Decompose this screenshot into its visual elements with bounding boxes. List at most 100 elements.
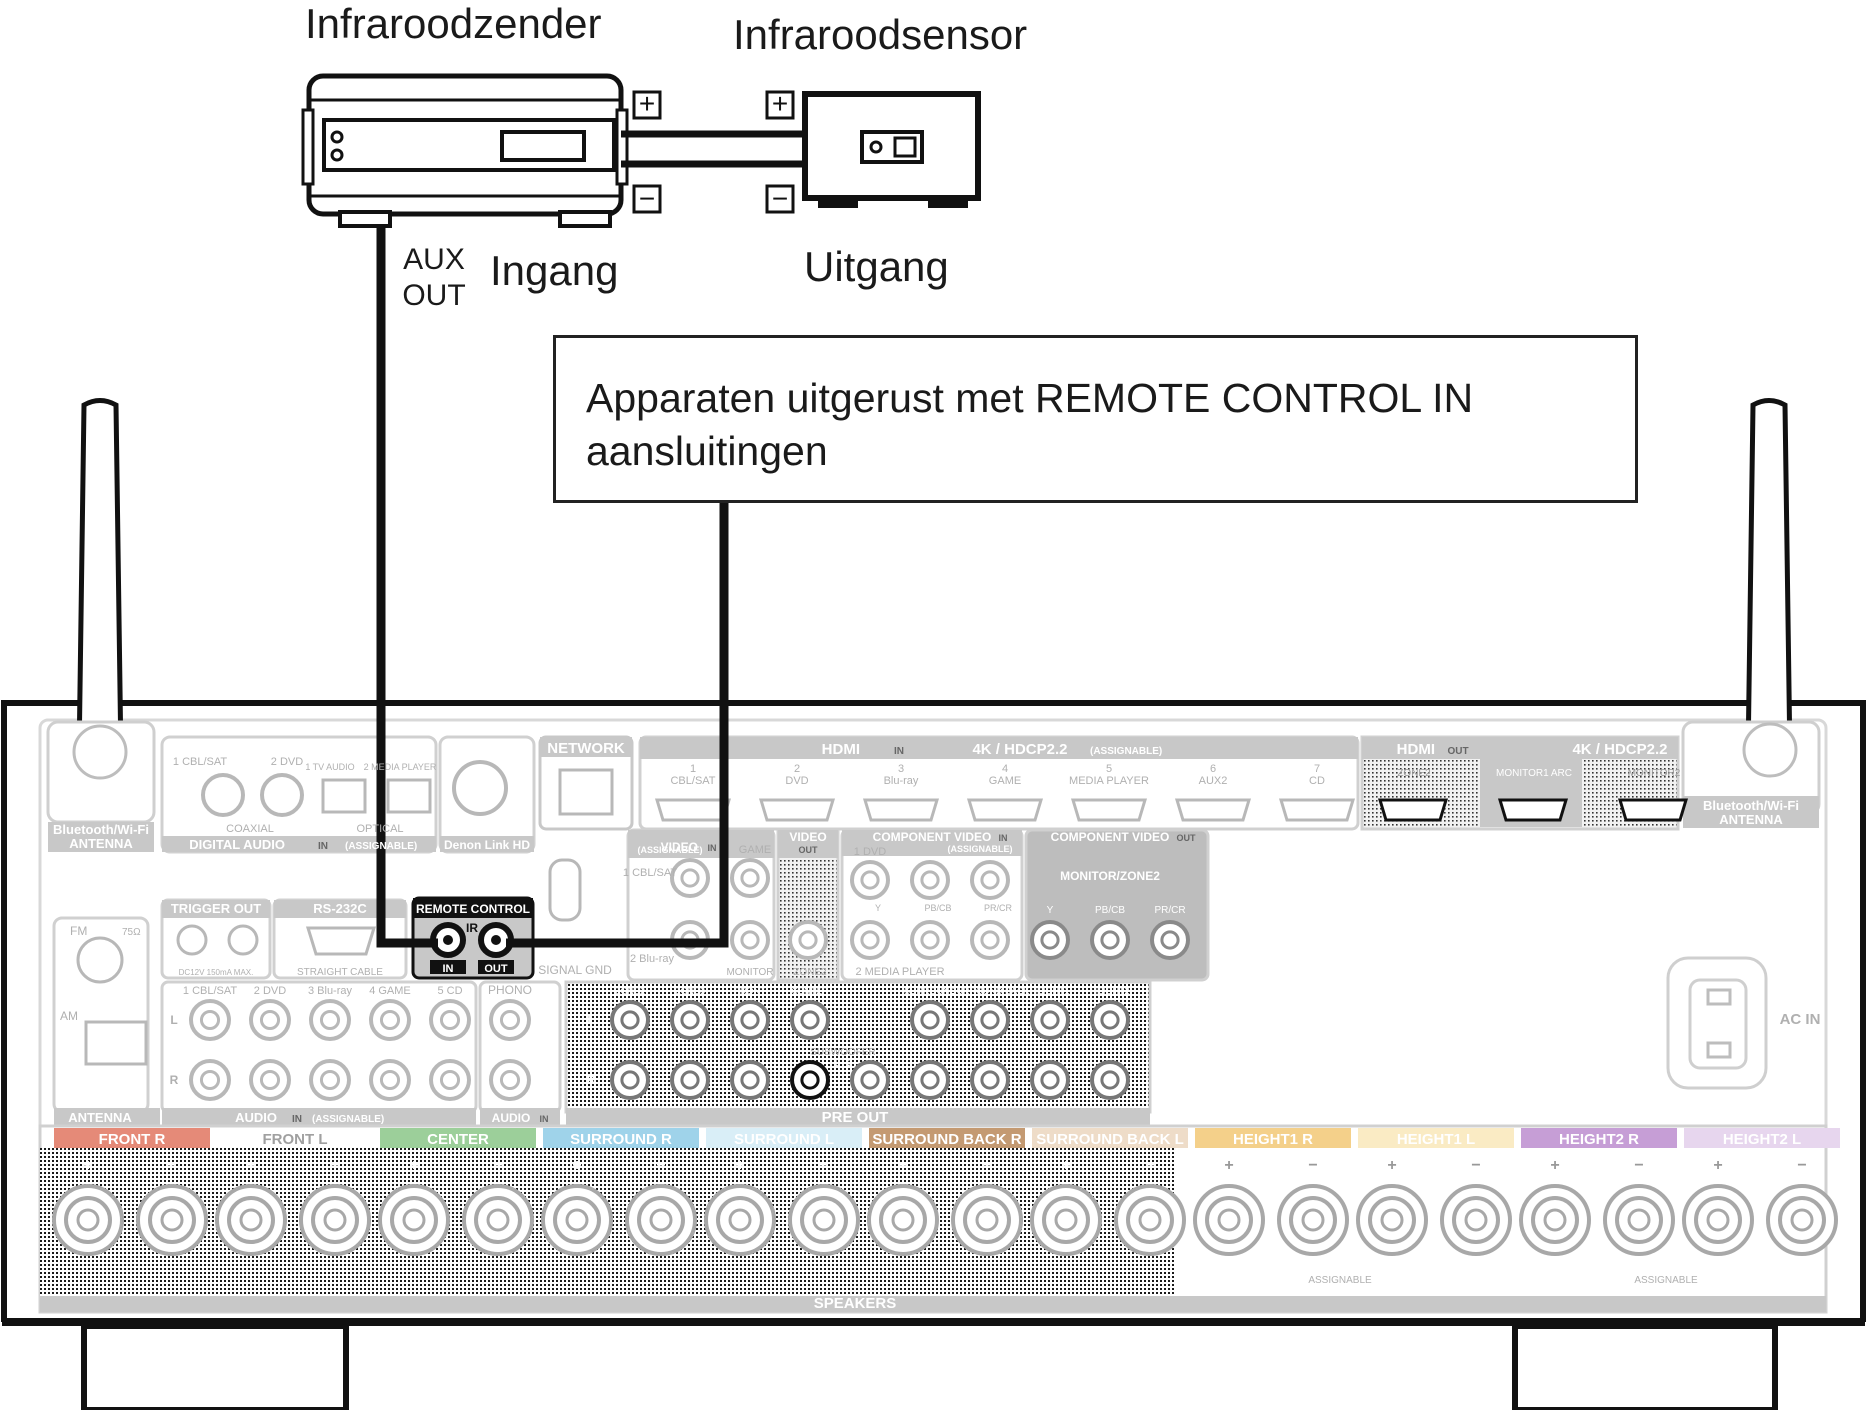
hdmi-out-port-label-1: ZONE2 bbox=[1397, 768, 1431, 779]
speaker-4-minus-label: − bbox=[656, 1157, 665, 1174]
speaker-2-minus-terminal bbox=[299, 1184, 371, 1256]
speaker-10-minus-label: − bbox=[1634, 1157, 1643, 1174]
height2-assignable-label: ASSIGNABLE bbox=[1634, 1275, 1698, 1286]
component-out-channel-2: PB/CB bbox=[1095, 905, 1125, 916]
remote-in-label: IN bbox=[443, 963, 454, 975]
hdmi-in-number-4: 4 bbox=[1002, 763, 1008, 775]
hdmi-out-port-1 bbox=[1377, 798, 1449, 822]
pre-out-6-r-jack bbox=[970, 1060, 1010, 1100]
hdmi-out-tag: OUT bbox=[1447, 746, 1468, 757]
callout-line-1: Apparaten uitgerust met REMOTE CONTROL I… bbox=[586, 375, 1474, 421]
hdmi-out-label: HDMI bbox=[1397, 741, 1435, 758]
hdmi-in-port-3 bbox=[862, 798, 940, 822]
speaker-band-2 bbox=[217, 1128, 373, 1148]
ac-in-label: AC IN bbox=[1780, 1011, 1821, 1028]
hdmi-in-port-2 bbox=[758, 798, 836, 822]
component-out-channel-3: PR/CR bbox=[1154, 905, 1185, 916]
speaker-1-minus-terminal bbox=[136, 1184, 208, 1256]
audio-in-label-2: 2 DVD bbox=[254, 985, 286, 997]
audio-in-2-r-jack bbox=[249, 1059, 291, 1101]
remote-out-to-device-cable bbox=[506, 503, 729, 948]
speaker-channel-label-6: SURROUND BACK R bbox=[872, 1131, 1021, 1148]
speaker-6-plus-label: + bbox=[898, 1157, 907, 1174]
video-out-tag: OUT bbox=[799, 845, 819, 855]
audio-in-label-1: 1 CBL/SAT bbox=[183, 985, 237, 997]
speaker-band-5 bbox=[706, 1128, 862, 1148]
speaker-10-minus-terminal bbox=[1603, 1184, 1675, 1256]
speaker-terminals: FRONT R+−FRONT L+−CENTER+−SURROUND R+−SU… bbox=[52, 1128, 1840, 1256]
trigger-spec-label: DC12V 150mA MAX. bbox=[179, 968, 254, 977]
aux-out-label: AUX OUT bbox=[398, 242, 470, 314]
rs232c-label: RS-232C bbox=[313, 901, 367, 916]
component-out-channel-1: Y bbox=[1047, 905, 1054, 916]
fm-ohm-label: 75Ω bbox=[122, 927, 141, 938]
ir-sensor-device bbox=[802, 91, 981, 208]
component-in-1-jack-3 bbox=[970, 860, 1010, 900]
speaker-1-minus-label: − bbox=[167, 1157, 176, 1174]
receiver-foot-right bbox=[1512, 1323, 1778, 1413]
transmitter-minus-sign: − bbox=[639, 183, 655, 214]
remote-control-in-devices-callout: Apparaten uitgerust met REMOTE CONTROL I… bbox=[553, 335, 1638, 503]
hdmi-in-number-5: 5 bbox=[1106, 763, 1112, 775]
phono-audio-label: AUDIO bbox=[492, 1111, 531, 1125]
video-in-1-label: 1 CBL/SAT bbox=[623, 867, 677, 879]
component-in-tag: IN bbox=[999, 833, 1008, 843]
audio-channel-r-label: R bbox=[170, 1073, 179, 1087]
sensor-plus-sign: + bbox=[772, 88, 788, 119]
fm-label: FM bbox=[70, 924, 87, 938]
speaker-9-minus-label: − bbox=[1471, 1157, 1480, 1174]
hdmi-in-port-6 bbox=[1174, 798, 1252, 822]
speaker-10-plus-label: + bbox=[1550, 1157, 1559, 1174]
pre-out-label-2: ZONE3 bbox=[675, 986, 705, 996]
pre-out-3-r-jack bbox=[730, 1060, 770, 1100]
bt-antenna-left-label-1: Bluetooth/Wi-Fi bbox=[53, 822, 149, 837]
component-in-1-jack-2 bbox=[910, 860, 950, 900]
speaker-4-plus-terminal bbox=[541, 1184, 613, 1256]
speaker-5-minus-label: − bbox=[819, 1157, 828, 1174]
video-in-assignable: (ASSIGNABLE) bbox=[638, 845, 703, 855]
cables bbox=[376, 130, 805, 948]
speaker-channel-label-5: SURROUND L bbox=[734, 1131, 834, 1148]
speaker-9-minus-terminal bbox=[1440, 1184, 1512, 1256]
component-in-2-label: 2 MEDIA PLAYER bbox=[855, 966, 944, 978]
video-in-2-label: 2 Blu-ray bbox=[630, 953, 675, 965]
pre-out-label: PRE OUT bbox=[822, 1109, 889, 1126]
component-out-jack-3 bbox=[1150, 920, 1190, 960]
pre-out-label-8: HEIGHT2 bbox=[1090, 986, 1129, 996]
ir-label: IR bbox=[466, 921, 478, 935]
speaker-band-4 bbox=[543, 1128, 699, 1148]
speaker-3-minus-terminal bbox=[462, 1184, 534, 1256]
speaker-2-plus-label: + bbox=[246, 1157, 255, 1174]
component-in-1-label: 1 DVD bbox=[854, 846, 886, 858]
hdmi-out-port-2 bbox=[1497, 798, 1569, 822]
optical-label: OPTICAL bbox=[356, 823, 403, 835]
pre-out-8-l-jack bbox=[1090, 1000, 1130, 1040]
pre-out-label-6: SURROUND BACK bbox=[950, 986, 1029, 996]
speaker-6-minus-terminal bbox=[951, 1184, 1023, 1256]
speaker-channel-label-3: CENTER bbox=[427, 1131, 489, 1148]
receiver-foot-left bbox=[81, 1323, 349, 1413]
audio-in-1-l-jack bbox=[189, 999, 231, 1041]
component-in-channel-3: PR/CR bbox=[984, 903, 1013, 913]
speaker-8-minus-terminal bbox=[1277, 1184, 1349, 1256]
hdmi-in-port-label-5: MEDIA PLAYER bbox=[1069, 775, 1149, 787]
speaker-4-minus-terminal bbox=[625, 1184, 697, 1256]
pre-out-2-l-jack bbox=[670, 1000, 710, 1040]
speaker-5-minus-terminal bbox=[788, 1184, 860, 1256]
phono-r-jack bbox=[489, 1059, 531, 1101]
ac-inlet bbox=[1666, 956, 1768, 1090]
pre-out-7-l-jack bbox=[1030, 1000, 1070, 1040]
hdmi-in-number-2: 2 bbox=[794, 763, 800, 775]
component-out-tag: OUT bbox=[1177, 833, 1197, 843]
pre-out-1-r-jack bbox=[610, 1060, 650, 1100]
subwoofer-number-1: 1 bbox=[833, 1058, 838, 1068]
speaker-6-plus-terminal bbox=[867, 1184, 939, 1256]
pre-out-label-3: FRONT bbox=[735, 986, 766, 996]
hdmi-out-port-3 bbox=[1617, 798, 1689, 822]
digital-in-1-label: 1 CBL/SAT bbox=[173, 756, 227, 768]
pre-out-7-r-jack bbox=[1030, 1060, 1070, 1100]
digital-audio-tag: IN bbox=[318, 841, 328, 852]
pre-out-label-5: SURROUND bbox=[904, 986, 957, 996]
